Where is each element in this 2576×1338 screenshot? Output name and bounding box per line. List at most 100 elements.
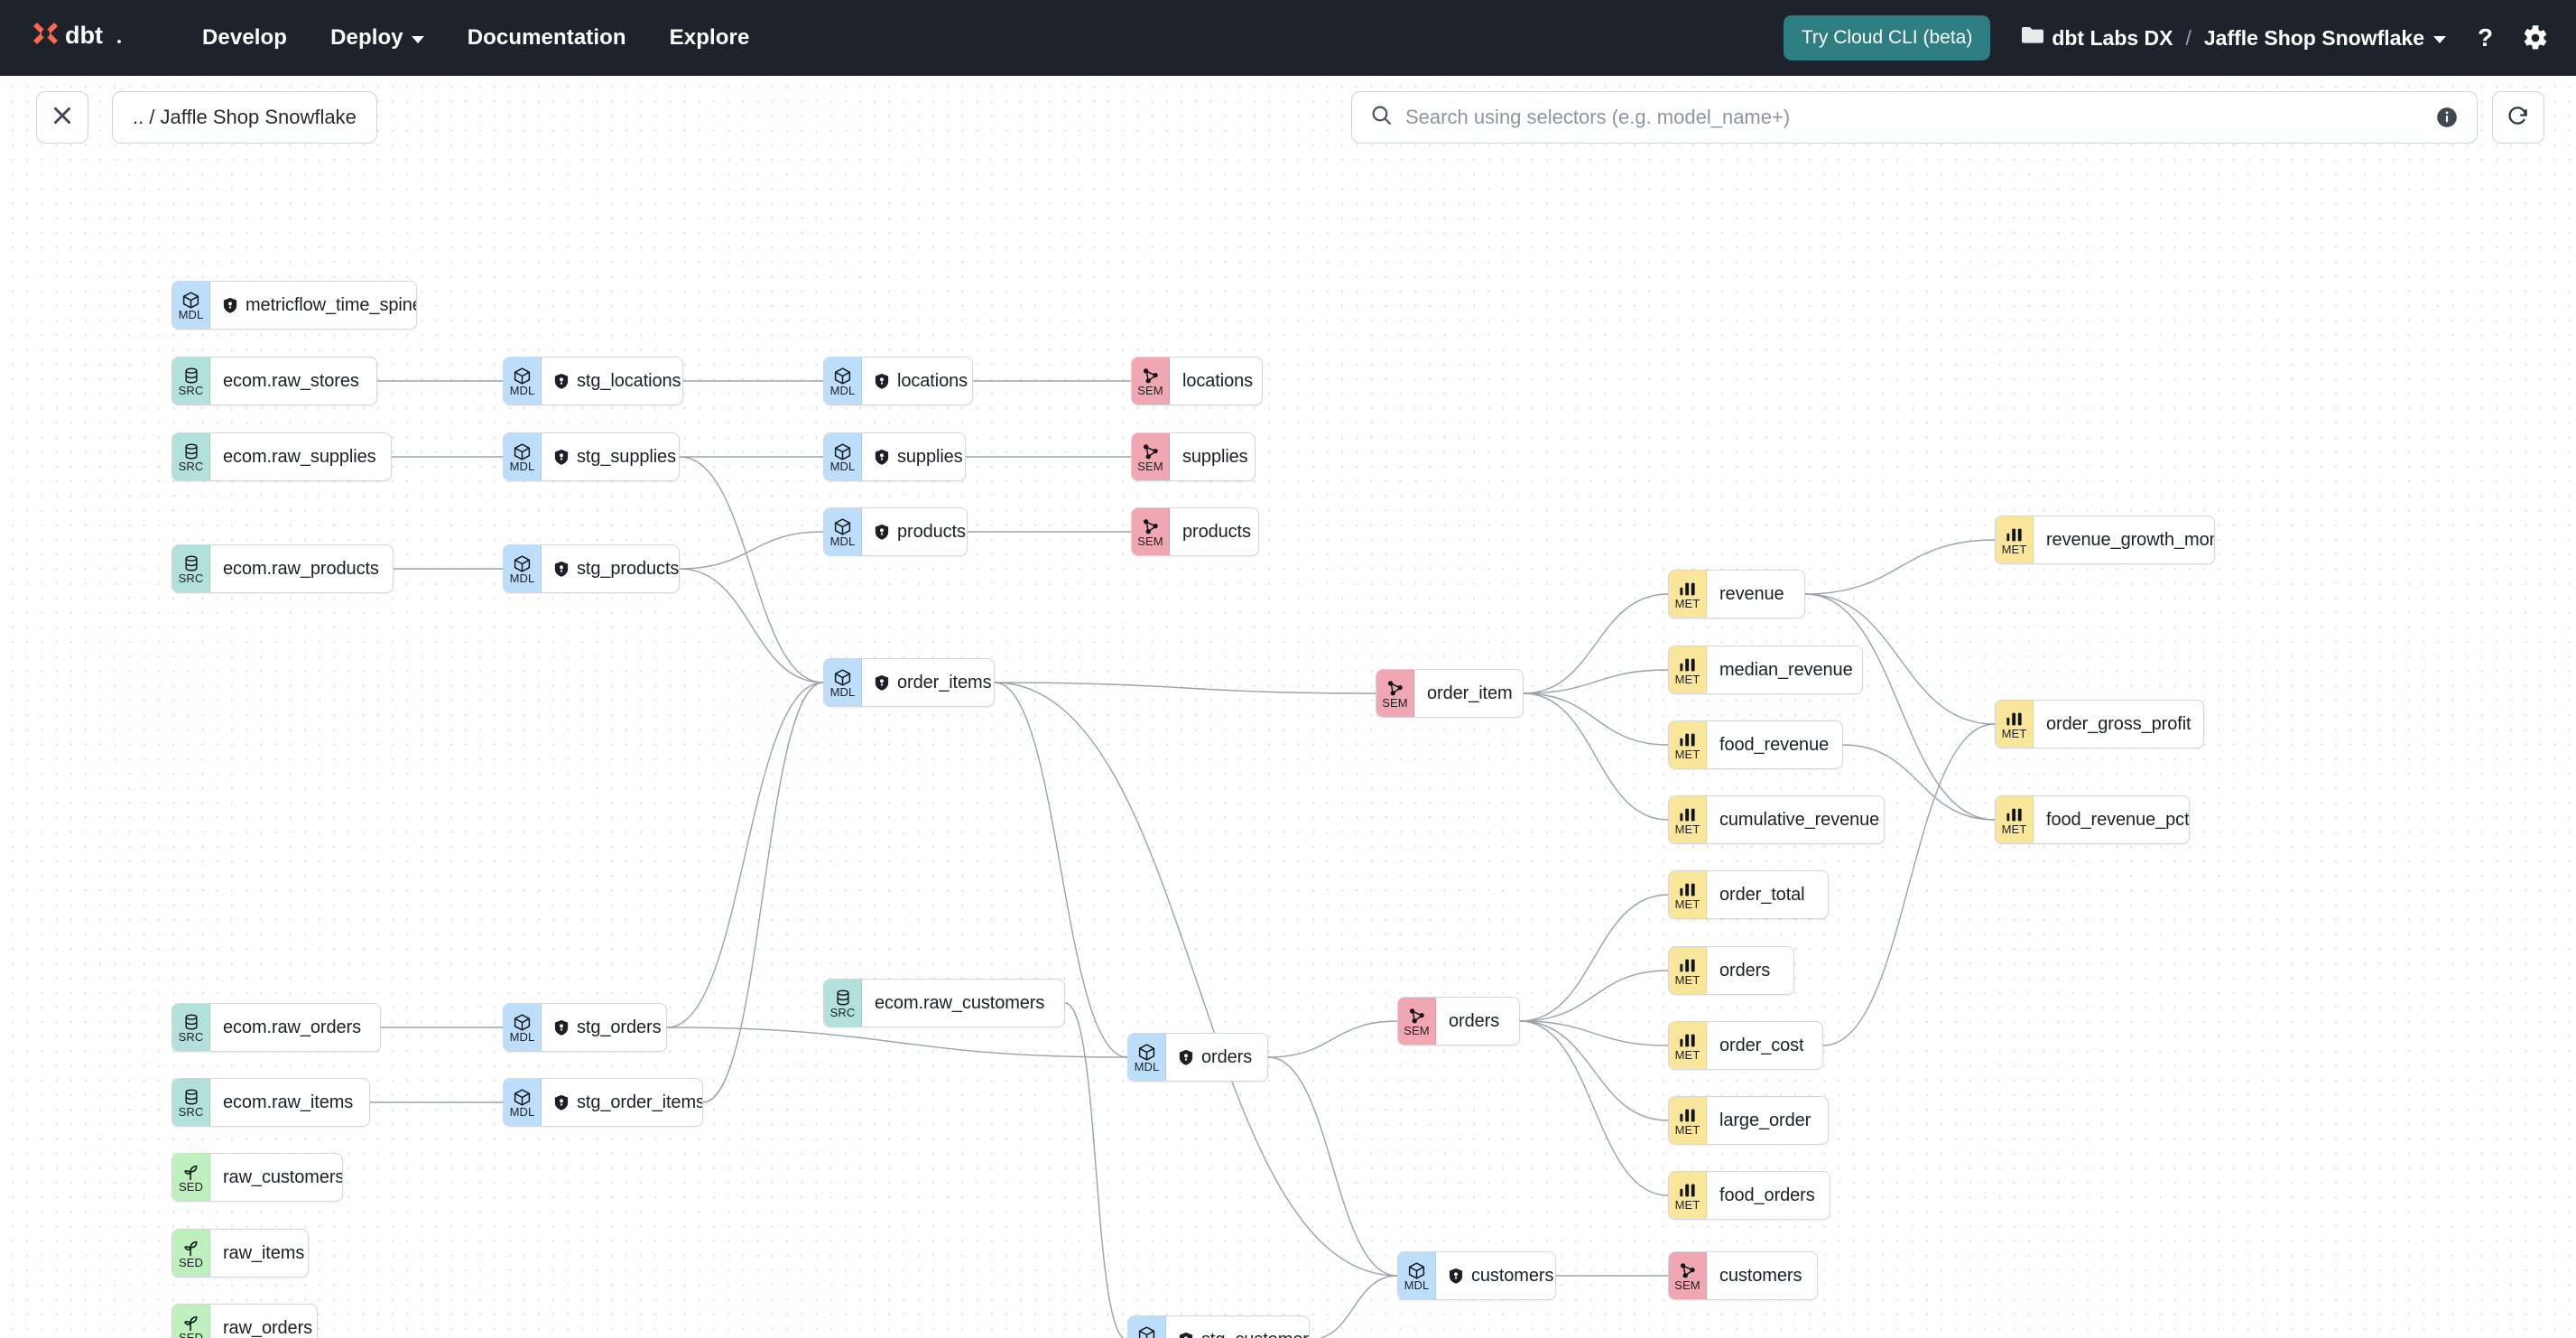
node-type-label: MET bbox=[2001, 822, 2027, 836]
node-label-wrap: ecom.raw_supplies bbox=[210, 433, 391, 480]
node-type-label: MET bbox=[1674, 1122, 1700, 1137]
breadcrumb-project-selector[interactable]: Jaffle Shop Snowflake bbox=[2204, 26, 2446, 51]
node-type-label: MDL bbox=[1134, 1059, 1160, 1073]
shield-icon bbox=[554, 373, 569, 389]
src-badge: SRC bbox=[172, 545, 210, 592]
met-badge: MET bbox=[1669, 571, 1707, 618]
close-icon bbox=[51, 104, 74, 132]
node-label: locations bbox=[897, 370, 968, 391]
lineage-node-met_large_order[interactable]: MET large_order bbox=[1668, 1096, 1829, 1145]
seedling-icon bbox=[181, 1240, 200, 1257]
semantic-graph-icon bbox=[1678, 1262, 1697, 1279]
node-label-wrap: products bbox=[1170, 508, 1258, 555]
lineage-node-sem_orders[interactable]: SEM orders bbox=[1397, 997, 1520, 1045]
node-label-wrap: orders bbox=[1707, 947, 1784, 994]
node-type-label: MDL bbox=[1404, 1278, 1430, 1292]
node-label: orders bbox=[1449, 1010, 1500, 1031]
bar-chart-icon bbox=[2005, 526, 2024, 544]
gear-icon[interactable] bbox=[2522, 24, 2549, 51]
node-label: food_revenue_pct bbox=[2046, 809, 2190, 830]
lineage-node-met_food_revenue_pct[interactable]: MET food_revenue_pct bbox=[1995, 795, 2190, 844]
nav-item-develop[interactable]: Develop bbox=[181, 18, 309, 58]
nav-item-documentation[interactable]: Documentation bbox=[446, 18, 648, 58]
node-type-label: SED bbox=[178, 1255, 204, 1269]
try-cloud-cli-button[interactable]: Try Cloud CLI (beta) bbox=[1783, 15, 1991, 60]
node-label-wrap: ecom.raw_products bbox=[210, 545, 393, 592]
lineage-edge-mdl_order_items-to-mdl_orders bbox=[994, 682, 1128, 1058]
sem-badge: SEM bbox=[1132, 358, 1170, 404]
svg-text:?: ? bbox=[2478, 23, 2493, 51]
refresh-icon bbox=[2507, 104, 2530, 132]
node-label: raw_items bbox=[223, 1242, 305, 1263]
search-input[interactable] bbox=[1405, 106, 2423, 129]
node-type-label: MDL bbox=[509, 1104, 535, 1119]
breadcrumb-separator: / bbox=[2185, 25, 2191, 50]
node-label-wrap: ecom.raw_stores bbox=[210, 358, 374, 404]
lineage-edge-sem_order_item-to-met_revenue bbox=[1523, 593, 1669, 694]
sem-badge: SEM bbox=[1132, 433, 1170, 480]
lineage-edge-sem_order_item-to-met_median_revenue bbox=[1523, 669, 1669, 694]
lineage-breadcrumb-chip[interactable]: .. / Jaffle Shop Snowflake bbox=[112, 91, 377, 144]
refresh-button[interactable] bbox=[2492, 91, 2544, 144]
node-type-label: SEM bbox=[1137, 383, 1163, 397]
breadcrumb-account[interactable]: dbt Labs DX bbox=[2021, 25, 2173, 51]
search-box[interactable] bbox=[1351, 91, 2478, 144]
node-label-wrap: ecom.raw_orders bbox=[210, 1004, 375, 1051]
bar-chart-icon bbox=[1678, 581, 1697, 598]
met-badge: MET bbox=[1996, 796, 2034, 843]
semantic-graph-icon bbox=[1141, 518, 1160, 535]
node-label: cumulative_revenue bbox=[1719, 809, 1880, 830]
info-icon[interactable] bbox=[2435, 106, 2459, 129]
node-label: large_order bbox=[1719, 1110, 1812, 1130]
lineage-node-seed_raw_items[interactable]: SED raw_items bbox=[171, 1229, 309, 1278]
nav-item-deploy[interactable]: Deploy bbox=[309, 18, 446, 58]
sed-badge: SED bbox=[172, 1230, 210, 1277]
help-icon[interactable]: ? bbox=[2473, 23, 2498, 52]
cube-icon bbox=[833, 367, 852, 385]
nav-item-explore[interactable]: Explore bbox=[648, 18, 772, 58]
lineage-edge-stg_supplies-to-mdl_order_items bbox=[679, 456, 824, 683]
dbt-logo[interactable]: dbt bbox=[31, 17, 126, 59]
database-icon bbox=[182, 1014, 200, 1031]
node-label-wrap: order_cost bbox=[1707, 1022, 1819, 1069]
node-type-label: SEM bbox=[1404, 1023, 1430, 1037]
close-button[interactable] bbox=[36, 91, 88, 144]
